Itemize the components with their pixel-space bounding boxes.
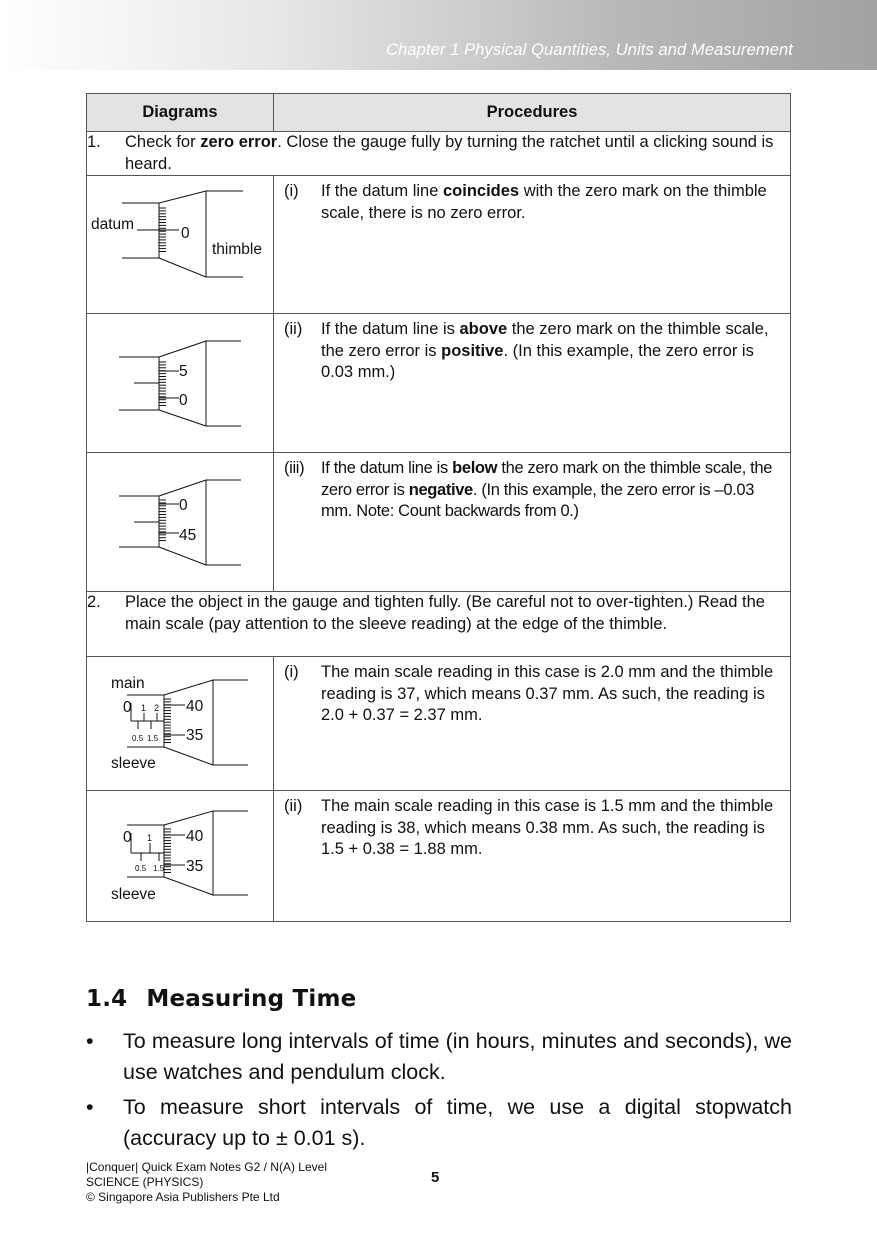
upper-tick-1: 1 — [147, 833, 152, 843]
case-number: (ii) — [284, 320, 303, 338]
thimble-mark-bottom: 45 — [179, 527, 196, 544]
footer-line-1: |Conquer| Quick Exam Notes G2 / N(A) Lev… — [86, 1160, 327, 1174]
footer-line-2: SCIENCE (PHYSICS) — [86, 1175, 204, 1189]
step-2-cell: 2. Place the object in the gauge and tig… — [86, 591, 791, 657]
bullet-text: To measure long intervals of time (in ho… — [123, 1029, 792, 1084]
sleeve-label: sleeve — [111, 755, 156, 772]
case-row: datum 0 thimble (i) If the datum line co… — [86, 175, 791, 314]
header-band — [0, 0, 877, 70]
section-title: Measuring Time — [146, 986, 357, 1012]
step-2-text: Place the object in the gauge and tighte… — [125, 593, 765, 633]
diagram-cell: 0 1 0.5 1.5 40 35 sleeve — [86, 790, 274, 922]
micrometer-diagram-no-error: datum 0 thimble — [91, 190, 262, 278]
micrometer-diagram-reading-2: 0 1 0.5 1.5 40 35 sleeve — [111, 810, 248, 903]
procedure-cell: (i) The main scale reading in this case … — [273, 656, 791, 791]
thimble-mark-bottom: 35 — [186, 858, 203, 875]
step-2-row: 2. Place the object in the gauge and tig… — [86, 591, 791, 657]
step-1-cell: 1. Check for zero error. Close the gauge… — [86, 131, 791, 176]
upper-tick-1: 1 — [141, 703, 146, 713]
thimble-mark-top: 5 — [179, 363, 188, 380]
page-number: 5 — [431, 1169, 440, 1186]
micrometer-diagram-positive-error: 5 0 — [119, 340, 241, 427]
chapter-title: Chapter 1 Physical Quantities, Units and… — [386, 41, 793, 59]
case-row: main 0 1 2 0.5 1.5 40 35 sleeve (i) The … — [86, 656, 791, 791]
thimble-mark-top: 0 — [179, 497, 188, 514]
table-header-row: Diagrams Procedures — [86, 93, 791, 132]
footer-credits: |Conquer| Quick Exam Notes G2 / N(A) Lev… — [86, 1160, 327, 1205]
thimble-mark-top: 40 — [186, 698, 204, 715]
case-text: If the datum line coincides with the zer… — [321, 182, 767, 222]
bullet-list: • To measure long intervals of time (in … — [86, 1026, 792, 1158]
procedures-table: Diagrams Procedures 1. Check for zero er… — [86, 93, 791, 922]
thimble-zero-mark: 0 — [181, 225, 190, 242]
case-text: The main scale reading in this case is 1… — [321, 797, 774, 858]
step-1-row: 1. Check for zero error. Close the gauge… — [86, 131, 791, 176]
header-procedures: Procedures — [273, 93, 791, 132]
section-heading: 1.4 Measuring Time — [86, 986, 356, 1012]
case-row: 0 45 (iii) If the datum line is below th… — [86, 452, 791, 592]
procedure-cell: (i) If the datum line coincides with the… — [273, 175, 791, 314]
procedure-cell: (ii) If the datum line is above the zero… — [273, 313, 791, 453]
case-number: (i) — [284, 663, 299, 681]
section-number: 1.4 — [86, 986, 128, 1012]
step-number: 2. — [87, 593, 101, 611]
case-number: (ii) — [284, 797, 303, 815]
case-row: 0 1 0.5 1.5 40 35 sleeve (ii) The main s… — [86, 790, 791, 922]
micrometer-diagram-reading-1: main 0 1 2 0.5 1.5 40 35 sleeve — [111, 675, 248, 772]
upper-tick-2: 2 — [154, 703, 159, 713]
thimble-mark-bottom: 35 — [186, 727, 203, 744]
sleeve-label: sleeve — [111, 886, 156, 903]
case-text: If the datum line is above the zero mark… — [321, 320, 769, 381]
diagram-cell: 0 45 — [86, 452, 274, 592]
case-row: 5 0 (ii) If the datum line is above the … — [86, 313, 791, 453]
thimble-mark-bottom: 0 — [179, 392, 188, 409]
lower-tick-1: 0.5 — [135, 864, 147, 873]
bullet-icon: • — [86, 1029, 94, 1053]
case-number: (i) — [284, 182, 299, 200]
lower-tick-1: 0.5 — [132, 734, 144, 743]
lower-tick-2: 1.5 — [147, 734, 159, 743]
footer-line-3: © Singapore Asia Publishers Pte Ltd — [86, 1190, 280, 1204]
scale-zero: 0 — [123, 829, 132, 846]
case-text: If the datum line is below the zero mark… — [321, 459, 773, 520]
case-number: (iii) — [284, 459, 305, 477]
diagram-cell: datum 0 thimble — [86, 175, 274, 314]
micrometer-diagram-negative-error: 0 45 — [119, 479, 241, 566]
diagram-cell: main 0 1 2 0.5 1.5 40 35 sleeve — [86, 656, 274, 791]
scale-zero: 0 — [123, 699, 132, 716]
bullet-text: To measure short intervals of time, we u… — [123, 1095, 792, 1150]
header-diagrams: Diagrams — [86, 93, 274, 132]
lower-tick-2: 1.5 — [153, 864, 165, 873]
case-text: The main scale reading in this case is 2… — [321, 663, 774, 724]
thimble-label: thimble — [212, 241, 262, 258]
procedure-cell: (ii) The main scale reading in this case… — [273, 790, 791, 922]
procedure-cell: (iii) If the datum line is below the zer… — [273, 452, 791, 592]
list-item: • To measure long intervals of time (in … — [86, 1026, 792, 1088]
step-1-text: Check for zero error. Close the gauge fu… — [125, 133, 774, 173]
step-number: 1. — [87, 133, 101, 151]
list-item: • To measure short intervals of time, we… — [86, 1092, 792, 1154]
datum-label: datum — [91, 216, 134, 233]
main-label: main — [111, 675, 145, 692]
diagram-cell: 5 0 — [86, 313, 274, 453]
thimble-mark-top: 40 — [186, 828, 204, 845]
bullet-icon: • — [86, 1095, 94, 1119]
